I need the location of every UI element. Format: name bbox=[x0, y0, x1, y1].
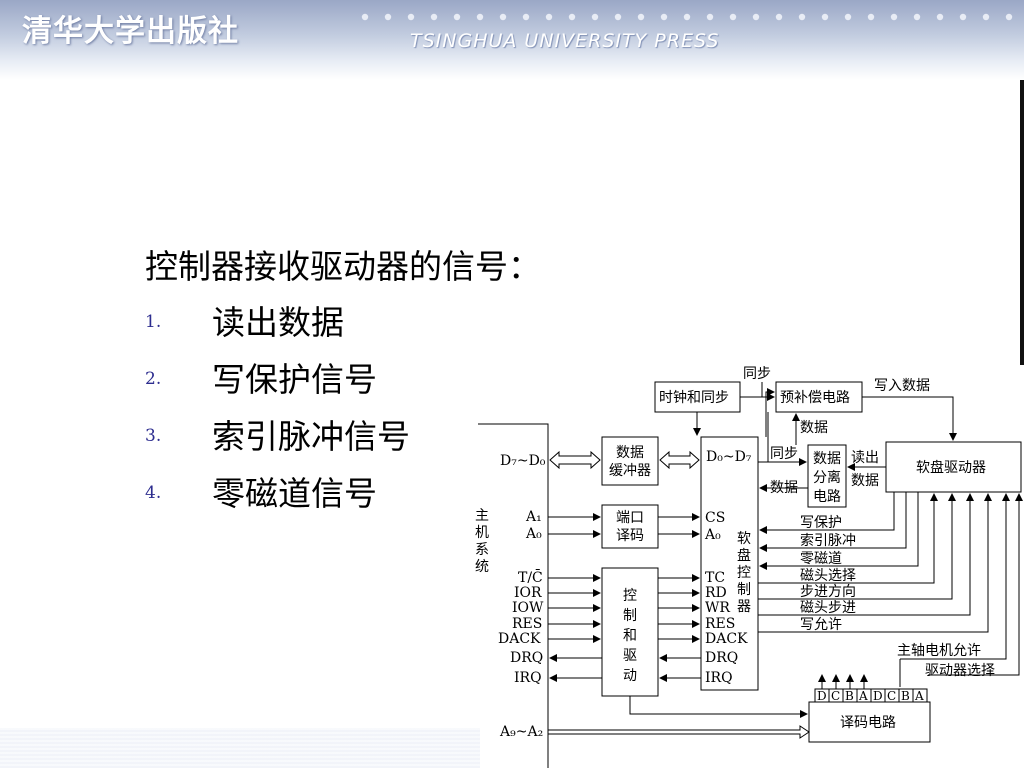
fdc-data-bus: D₀~D₇ bbox=[706, 449, 752, 465]
header-banner: 清华大学出版社 TSINGHUA UNIVERSITY PRESS bbox=[0, 0, 1024, 80]
slide-title: 控制器接收驱动器的信号： bbox=[145, 247, 541, 286]
host-label-char: 系 bbox=[475, 542, 489, 558]
list-number: 1. bbox=[145, 312, 162, 332]
fdc-a0: A₀ bbox=[704, 527, 721, 543]
list-text: 索引脉冲信号 bbox=[212, 417, 410, 456]
drive-signal-label: 步进方向 bbox=[800, 584, 856, 600]
sync-mid-label: 同步 bbox=[770, 446, 798, 462]
publisher-logo-cn: 清华大学出版社 bbox=[22, 14, 239, 49]
decoder-input-label: B bbox=[901, 689, 910, 703]
sync-top-label: 同步 bbox=[743, 366, 771, 382]
fdc-label-char: 控 bbox=[737, 565, 751, 581]
footer-decoration bbox=[0, 728, 480, 768]
host-label-char: 统 bbox=[475, 559, 489, 575]
list-number: 3. bbox=[145, 426, 162, 446]
data-buffer-box bbox=[601, 436, 659, 486]
data-buffer-label: 缓冲器 bbox=[609, 463, 651, 479]
host-a0: A₀ bbox=[525, 526, 542, 542]
host-signal: IRQ bbox=[514, 670, 542, 686]
read-data-label: 数据 bbox=[851, 473, 879, 489]
drive-signal-label: 写保护 bbox=[800, 515, 842, 531]
fdc-label-char: 盘 bbox=[737, 547, 751, 564]
fdc-signal: DACK bbox=[705, 631, 748, 647]
fdc-label-char: 器 bbox=[737, 599, 751, 615]
fdc-signal: WR bbox=[705, 600, 730, 616]
decoder-input-label: D bbox=[873, 689, 883, 703]
host-label-char: 主 bbox=[475, 508, 489, 524]
decoder-input-label: D bbox=[817, 689, 827, 703]
list-text: 零磁道信号 bbox=[212, 474, 377, 513]
fdc-signal: IRQ bbox=[705, 670, 733, 686]
control-drive-label: 控 bbox=[623, 588, 637, 604]
read-data-label: 读出 bbox=[851, 449, 879, 466]
separator-label: 数据 bbox=[813, 451, 841, 467]
clock-sync-label: 时钟和同步 bbox=[659, 389, 729, 406]
fdc-signal: RD bbox=[705, 585, 727, 601]
data-buffer-label: 数据 bbox=[616, 445, 644, 461]
data-left-label: 数据 bbox=[770, 480, 798, 496]
decoder-label: 译码电路 bbox=[840, 715, 896, 731]
separator-label: 电路 bbox=[813, 489, 841, 505]
addr-bus-arrow bbox=[547, 725, 810, 739]
separator-label: 分离 bbox=[813, 469, 841, 486]
databus-arrow-right bbox=[659, 450, 700, 470]
drive-signal-label: 索引脉冲 bbox=[800, 532, 856, 549]
drive-signal-label: 零磁道 bbox=[800, 551, 842, 567]
host-data-bus: D₇~D₀ bbox=[500, 453, 546, 469]
separator-box bbox=[807, 444, 847, 508]
fdc-signal: RES bbox=[705, 616, 735, 632]
decoder-input-cells bbox=[814, 688, 928, 703]
write-data-label: 写入数据 bbox=[874, 378, 930, 394]
port-decode-label: 译码 bbox=[616, 528, 644, 544]
fdc-block-diagram: 主 机 系 统 D₇~D₀ A₁ A₀ T/C̄ IOR IOW RES DAC… bbox=[475, 366, 1023, 768]
edge-divider bbox=[1020, 80, 1024, 365]
host-signal: IOR bbox=[514, 585, 542, 601]
drive-signal-label: 磁头选择 bbox=[800, 568, 856, 584]
drive-label: 软盘驱动器 bbox=[916, 459, 986, 476]
control-drive-label: 动 bbox=[623, 668, 637, 684]
fdc-signal: TC bbox=[705, 570, 725, 586]
dot-decoration bbox=[361, 13, 1013, 21]
fdc-box bbox=[700, 436, 759, 691]
control-drive-label: 驱 bbox=[623, 648, 637, 664]
list-number: 4. bbox=[145, 483, 162, 503]
fdc-signal: DRQ bbox=[705, 650, 738, 666]
control-drive-label: 和 bbox=[623, 628, 637, 644]
drive-signal-label: 写允许 bbox=[800, 617, 842, 633]
list-text: 读出数据 bbox=[212, 303, 344, 342]
decoder-input-label: C bbox=[831, 689, 840, 703]
fdc-label-char: 制 bbox=[737, 582, 751, 598]
host-system-box bbox=[478, 423, 549, 768]
fdc-label-char: 软 bbox=[737, 531, 751, 547]
data-down-label: 数据 bbox=[800, 420, 828, 436]
port-decode-label: 端口 bbox=[616, 510, 644, 526]
host-signal: DACK bbox=[498, 631, 541, 647]
list-text: 写保护信号 bbox=[212, 360, 377, 399]
host-label-char: 机 bbox=[475, 525, 489, 541]
host-signal: RES bbox=[512, 616, 542, 632]
precomp-label: 预补偿电路 bbox=[780, 390, 850, 406]
host-signal: T/C̄ bbox=[518, 568, 543, 586]
fdc-cs: CS bbox=[705, 510, 725, 526]
drive-select-label: 驱动器选择 bbox=[925, 663, 995, 679]
port-decode-box bbox=[601, 504, 659, 549]
decoder-input-label: A bbox=[858, 689, 868, 703]
host-addr-bus: A₉~A₂ bbox=[499, 724, 543, 740]
decoder-input-label: C bbox=[887, 689, 896, 703]
databus-arrow-left bbox=[549, 450, 601, 470]
spindle-label: 主轴电机允许 bbox=[897, 643, 981, 659]
decoder-input-label: A bbox=[914, 689, 924, 703]
list-number: 2. bbox=[145, 369, 162, 389]
host-signal: DRQ bbox=[510, 650, 543, 666]
drive-signal-label: 磁头步进 bbox=[800, 600, 856, 616]
decoder-input-label: B bbox=[845, 689, 854, 703]
host-a1: A₁ bbox=[525, 509, 542, 525]
publisher-logo-en: TSINGHUA UNIVERSITY PRESS bbox=[410, 30, 720, 52]
control-drive-label: 制 bbox=[623, 608, 637, 624]
host-signal: IOW bbox=[512, 600, 544, 616]
